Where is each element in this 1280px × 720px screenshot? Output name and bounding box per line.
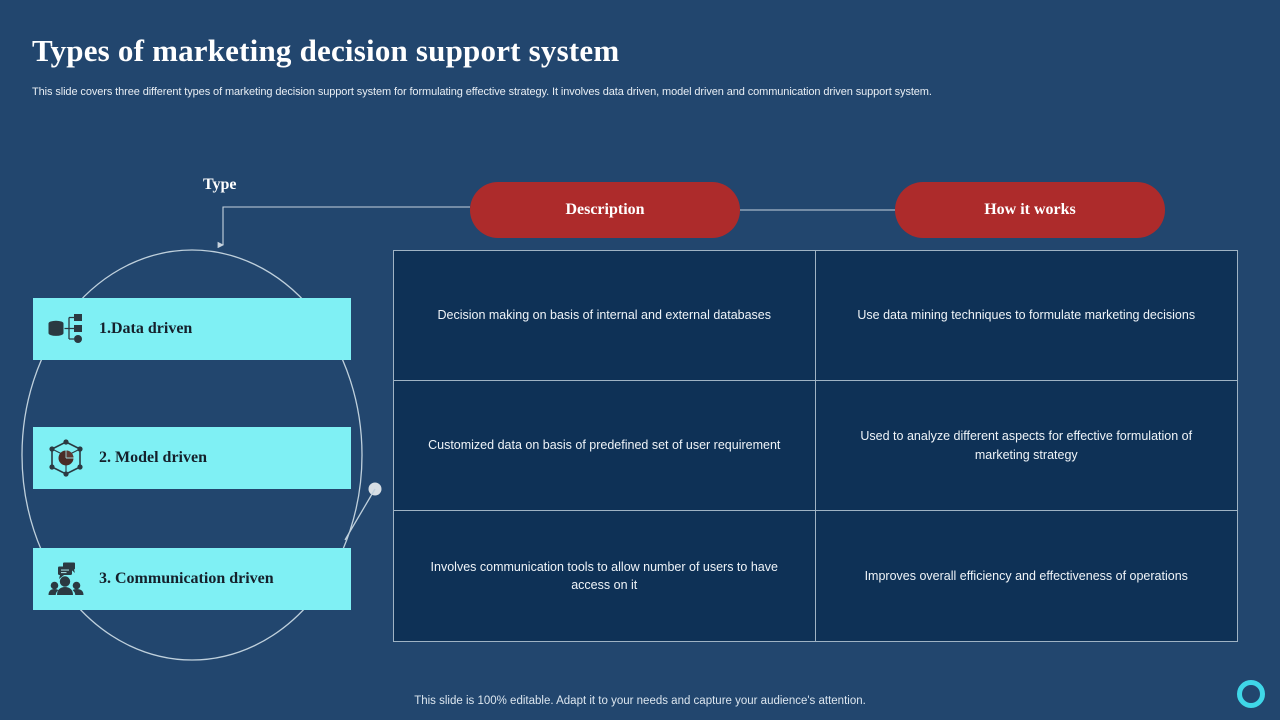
type-box-label: 1.Data driven	[99, 320, 193, 337]
footer-note: This slide is 100% editable. Adapt it to…	[414, 695, 866, 707]
type-box-label: 3. Communication driven	[99, 570, 274, 587]
pill-how-it-works-label: How it works	[984, 201, 1076, 218]
type-box-label: 2. Model driven	[99, 449, 207, 466]
table-cell-how-it-works: Used to analyze different aspects for ef…	[815, 381, 1237, 511]
table-cell-description: Decision making on basis of internal and…	[394, 251, 816, 381]
table-cell-description: Customized data on basis of predefined s…	[394, 381, 816, 511]
content-table: Decision making on basis of internal and…	[393, 250, 1238, 642]
ring-logo	[1237, 680, 1265, 708]
hexagon-model-icon	[33, 439, 99, 477]
page-title: Types of marketing decision support syst…	[32, 33, 620, 68]
arc-node-dot	[368, 482, 382, 496]
database-network-icon	[33, 312, 99, 346]
pill-how-it-works[interactable]: How it works	[895, 182, 1165, 238]
table-cell-description: Involves communication tools to allow nu…	[394, 511, 816, 641]
pill-description-label: Description	[565, 201, 645, 218]
type-box-model-driven[interactable]: 2. Model driven	[33, 427, 351, 489]
type-elbow-connector	[217, 206, 470, 249]
type-box-data-driven[interactable]: 1.Data driven	[33, 298, 351, 360]
arc-node-stem	[344, 488, 376, 541]
pill-description[interactable]: Description	[470, 182, 740, 238]
table-cell-how-it-works: Use data mining techniques to formulate …	[815, 251, 1237, 381]
type-column-label: Type	[203, 176, 237, 193]
people-chat-icon	[33, 561, 99, 597]
page-subtitle: This slide covers three different types …	[32, 86, 932, 98]
table-cell-how-it-works: Improves overall efficiency and effectiv…	[815, 511, 1237, 641]
type-box-communication-driven[interactable]: 3. Communication driven	[33, 548, 351, 610]
